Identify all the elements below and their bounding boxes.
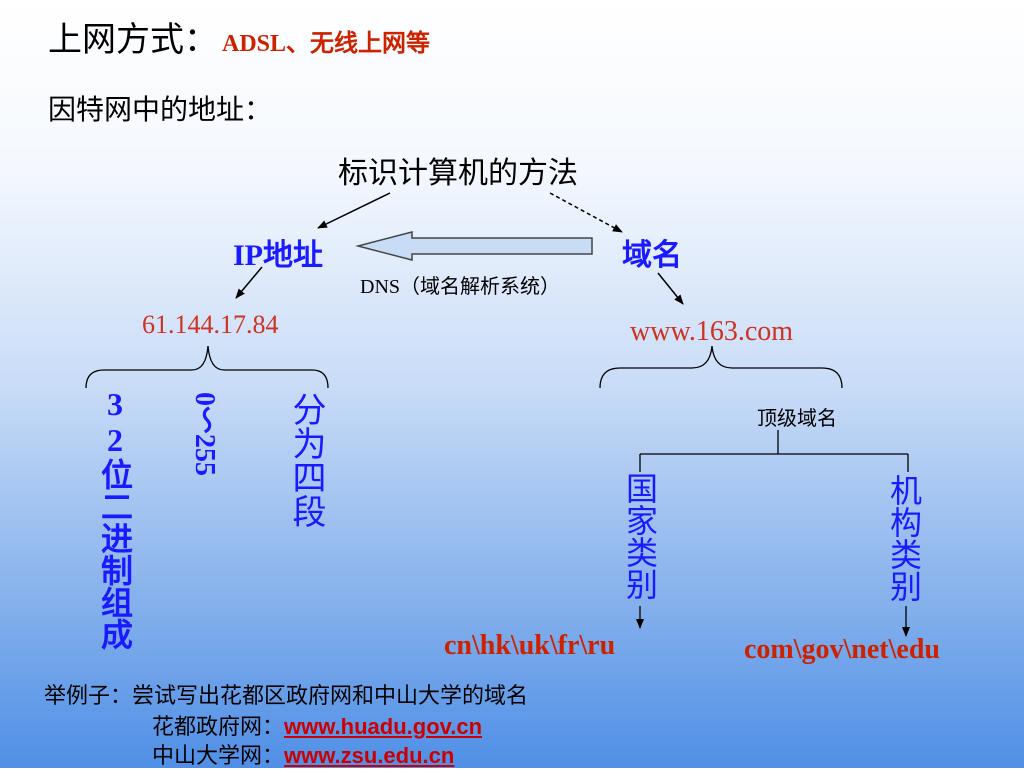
country-code-list: cn\hk\uk\fr\ru [444, 630, 616, 661]
domain-brace [599, 345, 843, 389]
arrow-ip-value [235, 266, 263, 299]
example-huadu: 花都政府网：www.huadu.gov.cn [152, 709, 482, 741]
ip-brace [85, 345, 329, 389]
ip-feature-range: 0～255 [189, 392, 220, 476]
ip-node: IP地址 [233, 239, 323, 272]
center-node: 标识计算机的方法 [338, 156, 578, 191]
ip-feature-bits: 32位二进制组成 [97, 386, 133, 650]
dns-arrow [355, 231, 593, 261]
title-subtitle: ADSL、无线上网等 [222, 31, 431, 57]
zsu-link[interactable]: www.zsu.edu.cn [284, 743, 455, 768]
ip-feature-segments: 分为四段 [286, 392, 326, 528]
country-category-node: 国家类别 [621, 472, 659, 600]
dns-caption: DNS（域名解析系统） [360, 276, 561, 298]
arrow-to-domain [549, 192, 623, 233]
org-code-list: com\gov\net\edu [744, 634, 940, 665]
huadu-label: 花都政府网： [152, 715, 285, 740]
arrow-domain-value [657, 272, 684, 305]
page-title: 上网方式：ADSL、无线上网等 [48, 20, 431, 60]
example-prompt: 举例子：尝试写出花都区政府网和中山大学的域名 [44, 684, 529, 709]
intro-text: 因特网中的地址： [48, 93, 273, 126]
huadu-link[interactable]: www.huadu.gov.cn [284, 714, 483, 739]
domain-example: www.163.com [630, 316, 794, 347]
ip-example: 61.144.17.84 [142, 310, 279, 339]
org-category-node: 机构类别 [885, 474, 923, 602]
example-zsu: 中山大学网：www.zsu.edu.cn [152, 738, 454, 770]
arrow-to-ip [317, 192, 391, 229]
zsu-label: 中山大学网： [152, 744, 285, 769]
domain-node: 域名 [622, 238, 682, 273]
top-level-domain-node: 顶级域名 [757, 406, 837, 430]
